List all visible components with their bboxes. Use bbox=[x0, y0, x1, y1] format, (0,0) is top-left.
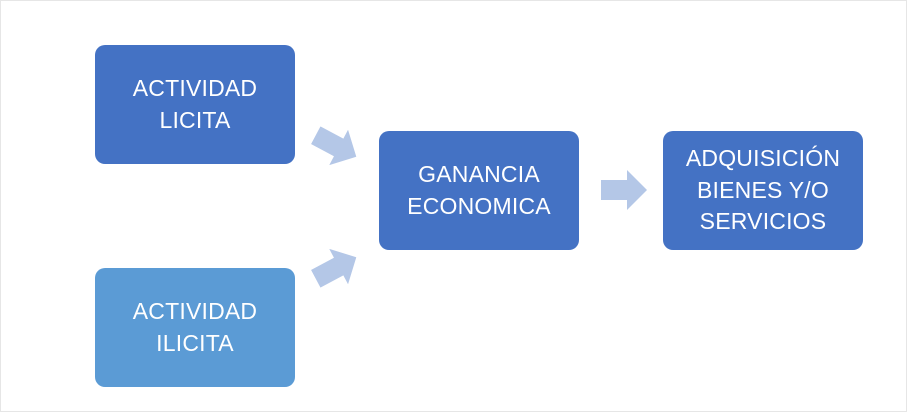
node-ganancia-economica: GANANCIA ECONOMICA bbox=[379, 131, 579, 250]
arrow-right-icon bbox=[306, 118, 365, 175]
arrow-right-icon bbox=[306, 240, 365, 297]
node-actividad-licita: ACTIVIDAD LICITA bbox=[95, 45, 295, 164]
arrow-right-icon bbox=[601, 170, 647, 210]
node-adquisicion-bienes-servicios: ADQUISICIÓN BIENES Y/O SERVICIOS bbox=[663, 131, 863, 250]
node-label: ACTIVIDAD LICITA bbox=[132, 74, 258, 133]
node-label: GANANCIA ECONOMICA bbox=[407, 160, 551, 219]
node-label: ACTIVIDAD ILICITA bbox=[132, 297, 258, 356]
node-actividad-ilicita: ACTIVIDAD ILICITA bbox=[95, 268, 295, 387]
node-label: ADQUISICIÓN BIENES Y/O SERVICIOS bbox=[685, 144, 841, 235]
